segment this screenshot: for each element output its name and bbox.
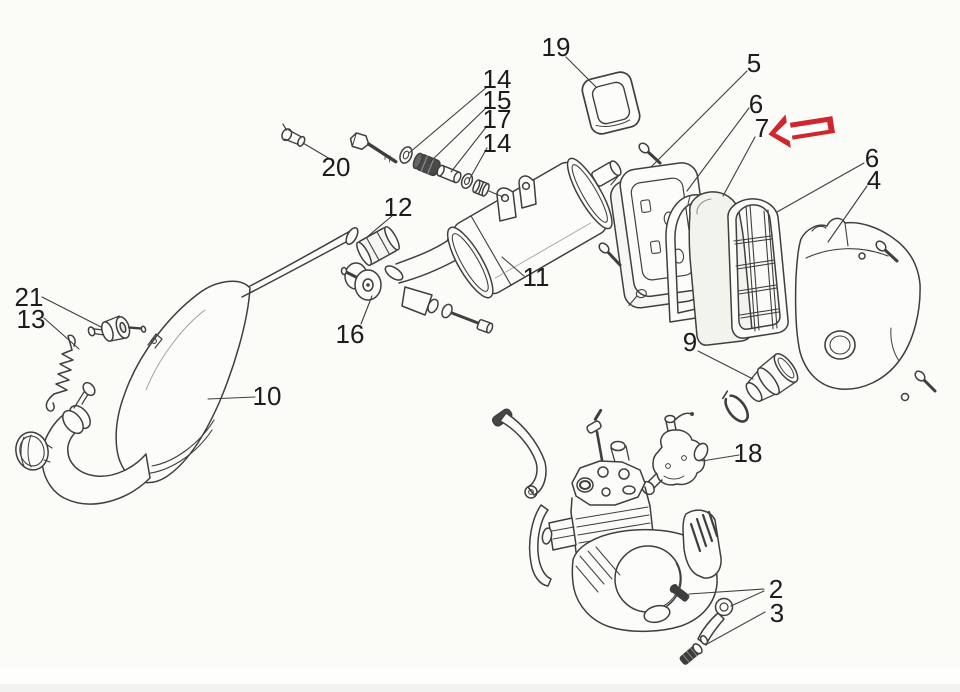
callout-14-upper: 14 bbox=[482, 64, 512, 94]
engine bbox=[491, 408, 722, 633]
airbox-housing bbox=[794, 217, 937, 402]
callout-14-lower: 14 bbox=[482, 128, 512, 158]
expansion-chamber bbox=[15, 280, 251, 505]
callout-16: 16 bbox=[335, 319, 365, 349]
callout-17: 17 bbox=[482, 104, 512, 134]
clip-fastener bbox=[281, 123, 306, 147]
lever-bolt bbox=[679, 643, 703, 665]
callout-13: 13 bbox=[16, 304, 46, 334]
small-lever bbox=[697, 597, 734, 646]
carburettor bbox=[641, 412, 709, 496]
page-bottom-white-band bbox=[0, 668, 960, 684]
rubber-mount-21 bbox=[87, 315, 147, 342]
header-pipe bbox=[241, 227, 359, 298]
callout-6-grid: 6 bbox=[864, 143, 880, 173]
line-art bbox=[15, 56, 937, 665]
callout-5: 5 bbox=[746, 48, 762, 78]
callout-20: 20 bbox=[321, 152, 351, 182]
leader-lines bbox=[41, 56, 868, 645]
highlight-arrow bbox=[768, 114, 836, 148]
pipe-rubber-sleeve bbox=[356, 225, 400, 267]
highlight-arrow-inner bbox=[775, 119, 829, 143]
callout-12: 12 bbox=[383, 192, 413, 222]
callout-7: 7 bbox=[754, 113, 770, 143]
page-bottom-gray-band bbox=[0, 684, 960, 692]
fastener-set bbox=[349, 132, 504, 198]
callout-4: 4 bbox=[866, 165, 882, 195]
callout-19: 19 bbox=[541, 32, 571, 62]
callout-15: 15 bbox=[482, 85, 512, 115]
callout-21: 21 bbox=[14, 282, 44, 312]
callout-3: 3 bbox=[769, 598, 785, 628]
callout-11: 11 bbox=[522, 262, 550, 292]
callout-9: 9 bbox=[682, 327, 698, 357]
muffler-mount bbox=[340, 262, 494, 334]
filter-support-grid bbox=[727, 198, 789, 339]
callout-10: 10 bbox=[252, 381, 282, 411]
intake-duct bbox=[745, 352, 799, 403]
end-cap bbox=[15, 431, 53, 471]
hose-clamp bbox=[721, 390, 749, 423]
intake-gasket bbox=[581, 71, 641, 135]
muffler bbox=[446, 157, 622, 299]
callout-2: 2 bbox=[768, 574, 784, 604]
callout-6-gasket: 6 bbox=[748, 89, 764, 119]
kickstart-lever bbox=[491, 408, 547, 499]
callout-18: 18 bbox=[733, 438, 763, 468]
exhaust-spring bbox=[45, 334, 76, 412]
